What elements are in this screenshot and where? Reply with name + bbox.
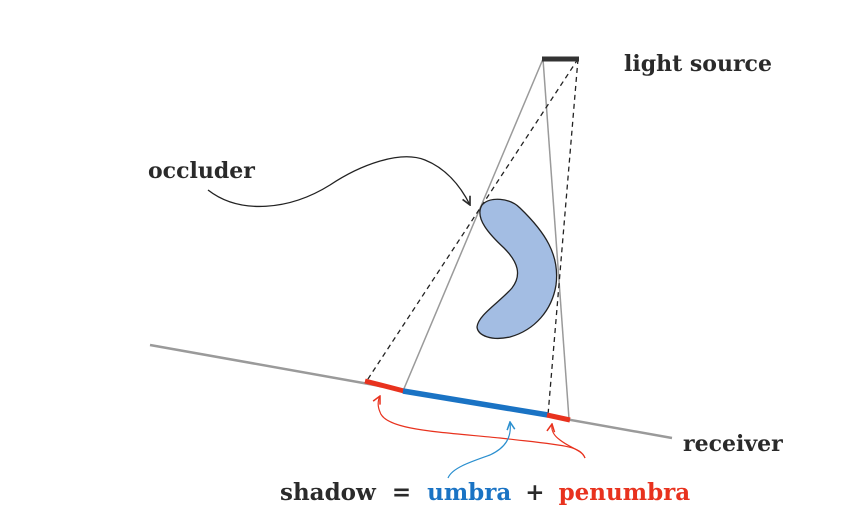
penumbra-arrow-left: [378, 396, 586, 459]
penumbra-ray-left: [365, 58, 579, 383]
light-source-label: light source: [624, 51, 772, 77]
receiver-label: receiver: [683, 431, 783, 457]
penumbra-segment-right: [546, 412, 571, 423]
occluder-shape: [476, 198, 558, 340]
equation-umbra: umbra: [427, 479, 511, 506]
penumbra-segment-left: [364, 378, 405, 394]
penumbra-ray-right: [547, 58, 579, 416]
umbra-arrow: [447, 422, 510, 479]
umbra-ray-left: [402, 58, 544, 392]
equation-equals: =: [392, 479, 411, 506]
equation-shadow: shadow: [280, 479, 377, 506]
occluder-pointer-arrow: [207, 156, 470, 207]
occluder-label: occluder: [148, 158, 255, 184]
equation-penumbra: penumbra: [559, 479, 691, 506]
umbra-ray-right: [542, 58, 570, 420]
umbra-segment: [402, 388, 549, 418]
shadow-equation: shadow = umbra + penumbra: [280, 479, 690, 506]
equation-plus: +: [525, 479, 544, 506]
penumbra-arrow-right: [552, 424, 586, 459]
